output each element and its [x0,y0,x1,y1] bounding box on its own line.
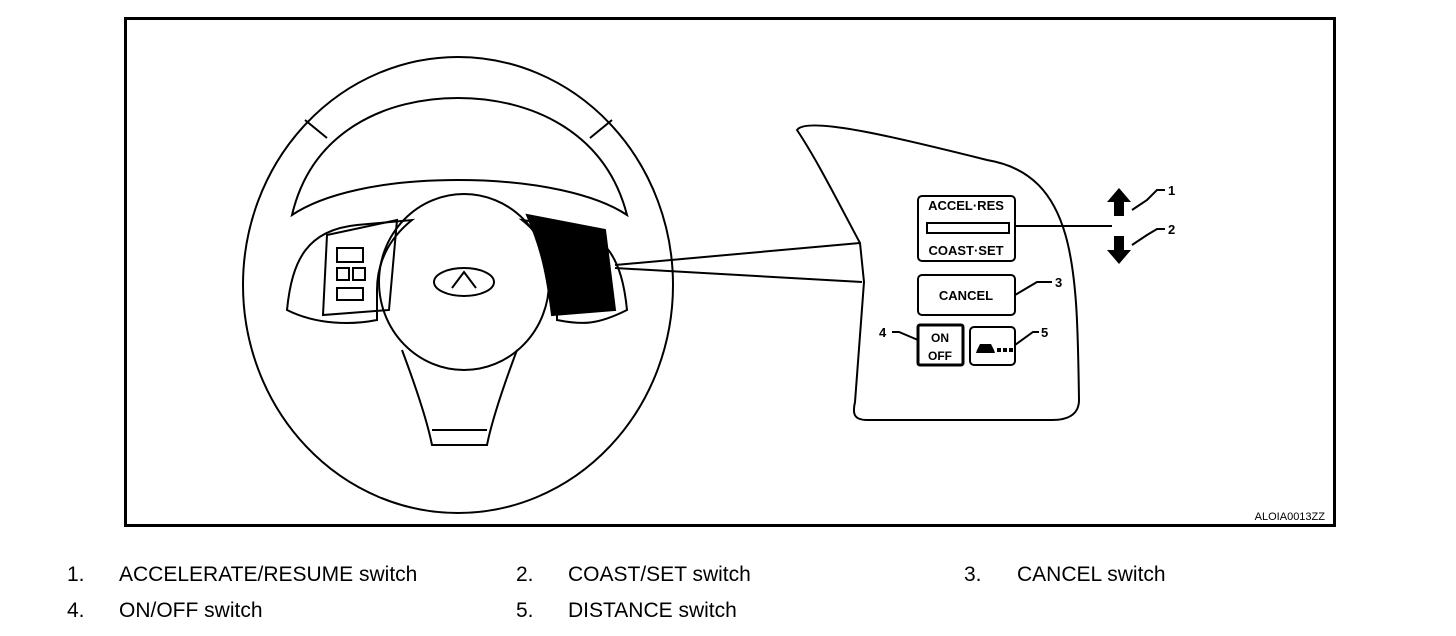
wheel-spoke-left [285,218,416,324]
callout-2: 2 [1168,222,1175,237]
callout-5: 5 [1041,325,1048,340]
legend-num-5: 5. [516,599,534,622]
legend-num-3: 3. [964,563,982,586]
off-label: OFF [928,349,952,363]
right-switch-cluster-highlight [525,213,617,317]
wheel-outer-rim [242,56,674,514]
cancel-label: CANCEL [939,288,993,303]
diagram-figure: ACCEL·RES COAST·SET CANCEL ON OFF 1 2 3 … [124,17,1336,527]
figure-code: ALOIA0013ZZ [1255,511,1326,523]
legend-num-2: 2. [516,563,534,586]
up-arrow-icon [1107,188,1131,216]
on-label: ON [931,331,949,345]
legend-num-4: 4. [67,599,85,622]
on-off-switch [916,323,965,367]
legend-label-4: ON/OFF switch [119,599,263,622]
wheel-lower-spoke [401,349,518,446]
enlarged-switch-panel [795,124,1081,421]
callout-3: 3 [1055,275,1062,290]
wheel-inner-rim-top [290,96,629,218]
callout-4: 4 [879,325,887,340]
distance-car-icon [976,344,1013,353]
distance-switch [969,326,1016,366]
callout-1: 1 [1168,183,1175,198]
accel-res-label: ACCEL·RES [928,198,1004,213]
steering-wheel-diagram: ACCEL·RES COAST·SET CANCEL ON OFF 1 2 3 … [242,56,1326,523]
legend-label-3: CANCEL switch [1017,563,1166,586]
accel-coast-switch [917,195,1016,262]
legend-label-5: DISTANCE switch [568,599,737,622]
coast-set-label: COAST·SET [928,243,1003,258]
legend-num-1: 1. [67,563,85,586]
down-arrow-icon [1107,236,1131,264]
airbag-hub [378,193,550,371]
legend-label-1: ACCELERATE/RESUME switch [119,563,418,586]
legend-label-2: COAST/SET switch [568,563,751,586]
left-switch-cluster [321,218,399,317]
